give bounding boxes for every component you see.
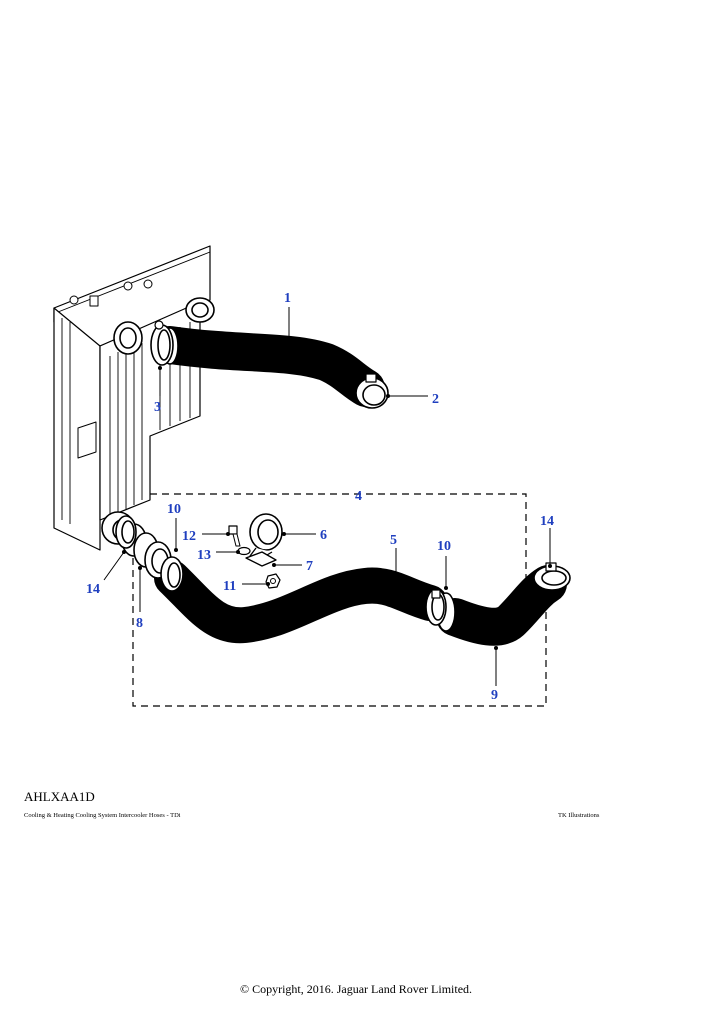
hose-clip-2 bbox=[355, 373, 389, 409]
copyright-notice: © Copyright, 2016. Jaguar Land Rover Lim… bbox=[239, 982, 473, 996]
callout-4: 4 bbox=[355, 489, 362, 504]
callout-11: 11 bbox=[223, 579, 236, 594]
hose-clip-14-left bbox=[115, 515, 137, 549]
bolt-12 bbox=[228, 525, 241, 547]
callout-1: 1 bbox=[284, 291, 291, 306]
callout-3: 3 bbox=[154, 400, 161, 415]
illustration-credit: TK Illustrations bbox=[558, 812, 600, 819]
callout-14-left: 14 bbox=[86, 582, 100, 597]
hose-clip-14-right bbox=[533, 562, 571, 591]
hose-9 bbox=[436, 565, 567, 646]
callout-2: 2 bbox=[432, 392, 439, 407]
washer-13 bbox=[237, 546, 251, 556]
callout-5: 5 bbox=[390, 533, 397, 548]
callout-8: 8 bbox=[136, 616, 143, 631]
callout-9: 9 bbox=[491, 688, 498, 703]
callout-10-right: 10 bbox=[437, 539, 451, 554]
callout-12: 12 bbox=[182, 529, 196, 544]
mounting-bracket-7 bbox=[245, 551, 277, 567]
callout-7: 7 bbox=[306, 559, 313, 574]
diagram-caption: Cooling & Heating Cooling System Interco… bbox=[24, 812, 181, 819]
radiator-intercooler bbox=[53, 245, 215, 551]
hose-clip-3 bbox=[150, 320, 174, 366]
callout-13: 13 bbox=[197, 548, 211, 563]
lower-intercooler-hose bbox=[154, 560, 448, 644]
illustration-code: AHLXAA1D bbox=[24, 789, 95, 804]
assembly-boundary-4 bbox=[132, 493, 547, 707]
leader-lines bbox=[103, 307, 552, 686]
callout-6: 6 bbox=[320, 528, 327, 543]
callout-10-left: 10 bbox=[167, 502, 181, 517]
hose-clip-10-right bbox=[425, 588, 447, 626]
callout-labels: 1 2 3 4 5 6 7 8 9 10 10 11 12 13 14 14 bbox=[86, 291, 554, 703]
callout-14-right: 14 bbox=[540, 514, 554, 529]
mounting-clamp-6 bbox=[249, 513, 283, 559]
